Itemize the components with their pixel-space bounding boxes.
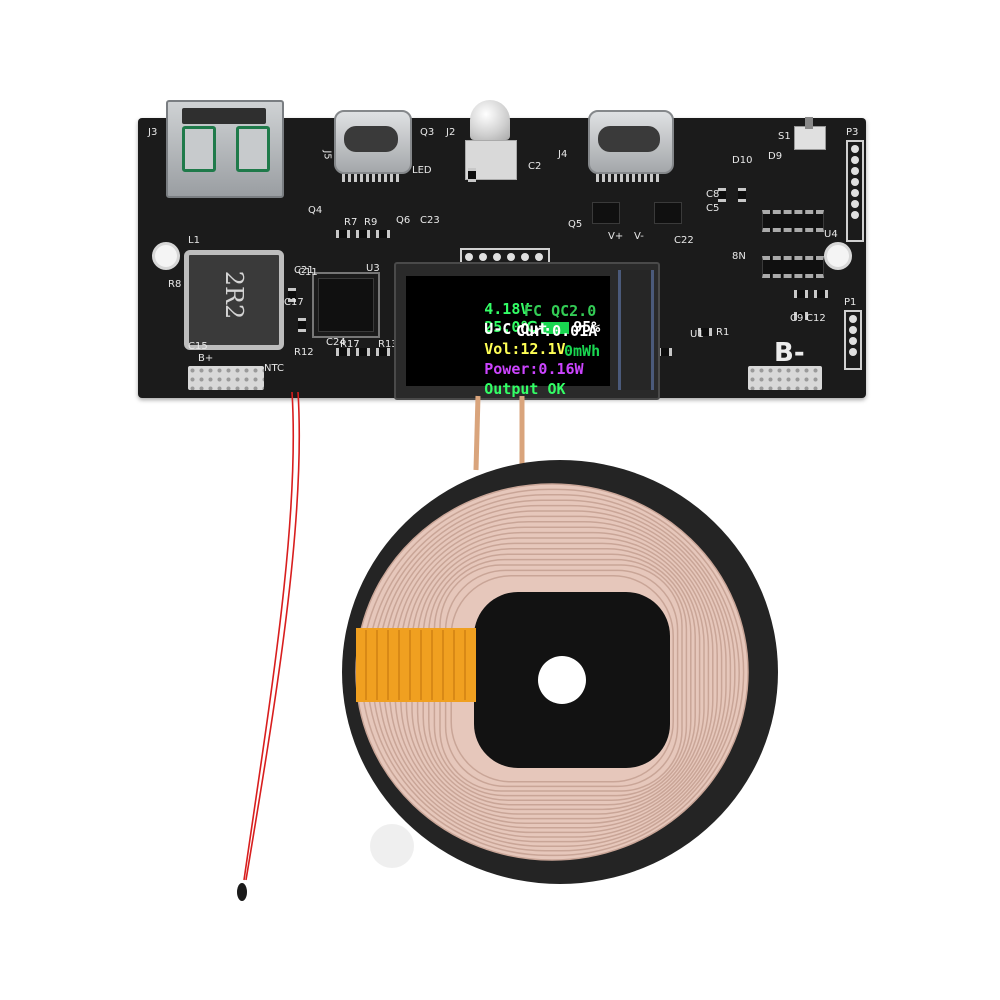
oled-display: 4.18V 25.0℃ 95% U-C Out FC QC2.0 Vol:12.1… [394, 262, 660, 400]
silk-label: R17 [340, 339, 360, 350]
silk-label: Q3 [420, 127, 435, 138]
power-inductor: 2R2 [184, 250, 284, 350]
flex-tape [356, 628, 476, 702]
silk-label: 8N [732, 251, 746, 262]
mosfet [654, 202, 682, 224]
battery-voltage: 4.18V [484, 300, 530, 318]
silk-label: L1 [188, 235, 200, 246]
mounting-hole [152, 242, 180, 270]
silk-label: Q4 [308, 205, 323, 216]
output-port: U-C Out [484, 320, 548, 338]
ic-chip [762, 210, 824, 232]
coil-center-hole [538, 656, 586, 704]
adhesive-tab [370, 824, 414, 868]
coil-lead-wire [473, 395, 481, 471]
silk-label: C12 [806, 313, 826, 324]
silk-label: J2 [446, 127, 456, 138]
pin-header-p1 [844, 310, 862, 370]
b-minus-label: B- [774, 338, 805, 368]
power-switch[interactable] [794, 117, 826, 150]
silk-label: C23 [420, 215, 440, 226]
silk-label: C24 [326, 337, 346, 348]
thermistor-wire [243, 391, 295, 881]
fast-charge-protocol: FC QC2.0 [524, 302, 597, 320]
output-current: Cur:0.01A [516, 322, 598, 340]
battery-pad-negative [748, 366, 822, 390]
pcb-board: 2R2 B- J3 J5 LED Q3 J2 J4 S1 P3 D10 D9 Q… [138, 100, 866, 400]
silk-label: R12 [294, 347, 314, 358]
display-ribbon [618, 270, 654, 390]
silk-label: R9 [364, 217, 378, 228]
silk-label: S1 [778, 131, 791, 142]
ic-chip [762, 256, 824, 278]
silk-label: B+ [198, 353, 214, 364]
silk-label: V- [634, 231, 644, 242]
silk-label: C21 [294, 265, 314, 276]
silk-label: U4 [824, 229, 838, 240]
silk-label: J3 [148, 127, 158, 138]
silk-label: U3 [366, 263, 380, 274]
silk-label: Q5 [568, 219, 583, 230]
output-status: Output OK [484, 380, 566, 398]
silk-label: C5 [706, 203, 720, 214]
display-line-4: Power:0.16W [412, 342, 584, 396]
controller-chip [318, 278, 374, 332]
usb-a-port [166, 100, 284, 198]
silk-label: C17 [284, 297, 304, 308]
silk-label: C9 [790, 313, 804, 324]
display-line-3: Vol:12.1V [412, 322, 566, 376]
mosfet [592, 202, 620, 224]
battery-icon [541, 321, 570, 334]
display-line-1: 4.18V 25.0℃ 95% [412, 282, 600, 354]
thermistor-wire [245, 391, 301, 881]
thermistor-bead [237, 883, 247, 901]
silk-label: J4 [558, 149, 568, 160]
usb-c-port-left [334, 110, 412, 182]
silk-label: P1 [844, 297, 857, 308]
silk-label: R1 [716, 327, 730, 338]
silk-label: D9 [768, 151, 783, 162]
display-line-5: Output OK [412, 362, 566, 416]
silk-label: P3 [846, 127, 859, 138]
silk-label: C8 [706, 189, 720, 200]
energy-counter: 0mWh [564, 342, 601, 360]
silk-label: C11 [298, 267, 318, 278]
output-voltage: Vol:12.1V [484, 340, 566, 358]
silk-label: V+ [608, 231, 624, 242]
silk-label: R13 [378, 339, 398, 350]
display-line-2: U-C Out [412, 302, 547, 356]
silk-label: C22 [674, 235, 694, 246]
silk-label: NTC [264, 363, 284, 374]
mounting-hole [824, 242, 852, 270]
output-power: Power:0.16W [484, 360, 584, 378]
oled-screen: 4.18V 25.0℃ 95% U-C Out FC QC2.0 Vol:12.1… [406, 276, 610, 398]
silk-label: Q6 [396, 215, 411, 226]
silk-label: U1 [690, 329, 704, 340]
silk-label: R7 [344, 217, 358, 228]
battery-pad-positive [188, 366, 264, 390]
silk-label: D10 [732, 155, 753, 166]
silk-label: C15 [188, 341, 208, 352]
temperature: 25.0℃ [484, 318, 538, 336]
silk-label: R8 [168, 279, 182, 290]
battery-percent: 95% [573, 318, 601, 336]
silk-label: LED [412, 165, 432, 176]
pin-header-p3 [846, 140, 864, 242]
usb-c-port-right [588, 110, 674, 182]
flex-tape-lines [365, 630, 466, 700]
silk-label: C2 [528, 161, 542, 172]
